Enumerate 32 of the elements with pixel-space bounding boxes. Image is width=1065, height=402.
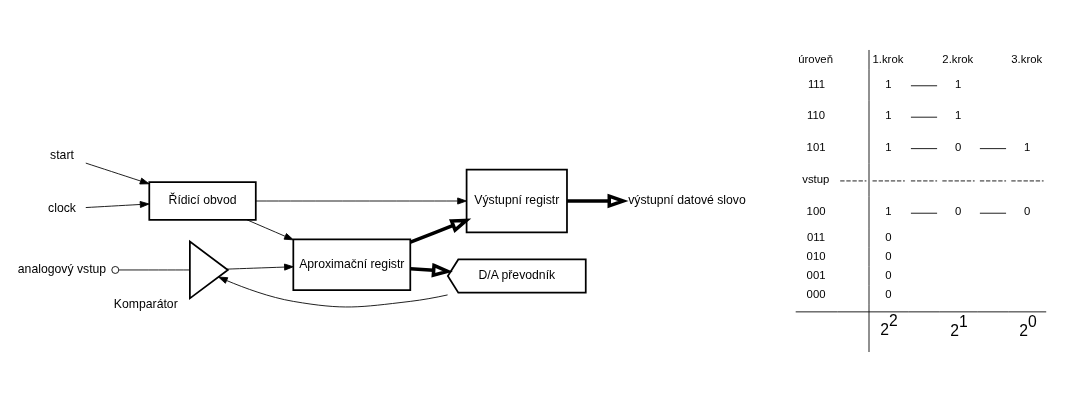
- node-text: start: [50, 147, 74, 162]
- label: 0: [1023, 205, 1031, 218]
- label: 0: [955, 205, 962, 218]
- label: 110: [807, 109, 826, 122]
- label: 010: [806, 249, 826, 262]
- label: 1: [885, 140, 892, 153]
- label: 0: [885, 230, 892, 243]
- label: 001: [806, 269, 826, 282]
- label: 111: [807, 77, 826, 90]
- label: 0: [885, 269, 892, 282]
- label: 0: [885, 249, 892, 262]
- label: 1: [1023, 140, 1031, 153]
- label: vstup: [802, 173, 830, 186]
- label: 1: [885, 205, 892, 218]
- node-text: analogový vstup: [17, 262, 107, 277]
- label: 1: [885, 109, 892, 122]
- node-label: Komparátor: [113, 297, 178, 312]
- label: 101: [806, 140, 826, 153]
- label: 0: [885, 288, 892, 301]
- node-text: výstupní datové slovo: [628, 193, 746, 208]
- label: 011: [807, 230, 826, 243]
- label: 100: [806, 205, 826, 218]
- label: úroveň: [798, 52, 833, 65]
- node-text: clock: [48, 201, 76, 216]
- label: 1: [955, 109, 962, 122]
- label: 3.krok: [1011, 52, 1043, 65]
- label: 2.krok: [942, 52, 974, 65]
- label: 1: [885, 77, 892, 90]
- label: 1: [955, 77, 962, 90]
- label: 0: [955, 140, 962, 153]
- label: 1.krok: [872, 52, 904, 65]
- label: 000: [806, 288, 826, 301]
